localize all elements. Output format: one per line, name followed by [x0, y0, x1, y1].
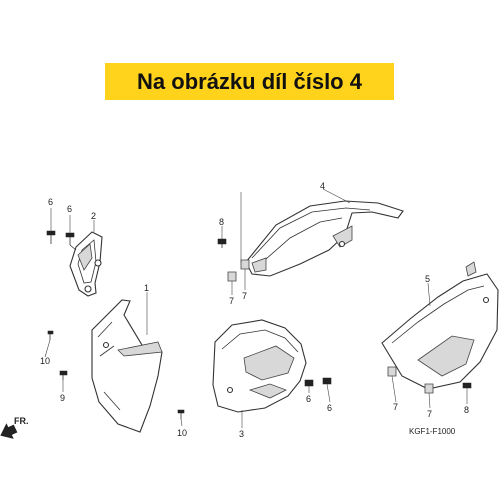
part-8-screw-upper[interactable]: [217, 238, 227, 248]
direction-label: FR.: [14, 416, 29, 426]
part-6-screw-c[interactable]: [304, 379, 314, 387]
part-8-screw-lower[interactable]: [462, 382, 472, 389]
callout-6: 6: [67, 204, 72, 214]
callout-8: 8: [464, 405, 469, 415]
part-7-clip-a[interactable]: [227, 271, 237, 282]
part-7-clip-c[interactable]: [387, 366, 397, 377]
callout-7: 7: [242, 291, 247, 301]
part-10-screw-center[interactable]: [177, 409, 185, 419]
callout-labels: 6 6 2 1 10 9 4 8 7 7 5 3 10 6 6 7 7 8: [40, 181, 469, 439]
callout-2: 2: [91, 211, 96, 221]
part-6-screw-a[interactable]: [46, 230, 56, 244]
part-5-lower-cover[interactable]: [381, 261, 499, 390]
part-9-screw[interactable]: [59, 370, 68, 380]
callout-1: 1: [144, 283, 149, 293]
part-number-banner: Na obrázku díl číslo 4: [105, 63, 394, 100]
callout-8: 8: [219, 217, 224, 227]
part-6-screw-b[interactable]: [65, 232, 77, 251]
callout-10: 10: [40, 356, 50, 366]
front-direction-arrow-icon: FR.: [0, 416, 29, 439]
callout-9: 9: [60, 393, 65, 403]
leader-lines: [44, 188, 468, 428]
callout-6: 6: [306, 394, 311, 404]
diagram-code: KGF1-F1000: [409, 427, 456, 436]
callout-4: 4: [320, 181, 325, 191]
part-7-clip-b[interactable]: [240, 259, 250, 270]
callout-7: 7: [427, 409, 432, 419]
callout-7: 7: [393, 402, 398, 412]
callout-3: 3: [239, 429, 244, 439]
callout-10: 10: [177, 428, 187, 438]
part-7-clip-d[interactable]: [424, 383, 434, 394]
part-1-inner-panel[interactable]: [91, 299, 163, 433]
callout-5: 5: [425, 274, 430, 284]
part-3-center-cover[interactable]: [212, 319, 307, 413]
part-6-screw-d[interactable]: [322, 377, 332, 385]
banner-text: Na obrázku díl číslo 4: [137, 68, 362, 94]
part-10-screw-left[interactable]: [47, 330, 54, 340]
callout-6: 6: [327, 403, 332, 413]
part-4-upper-cover[interactable]: [245, 200, 404, 277]
part-2-bracket[interactable]: [69, 231, 103, 297]
callout-7: 7: [229, 296, 234, 306]
callout-6: 6: [48, 197, 53, 207]
